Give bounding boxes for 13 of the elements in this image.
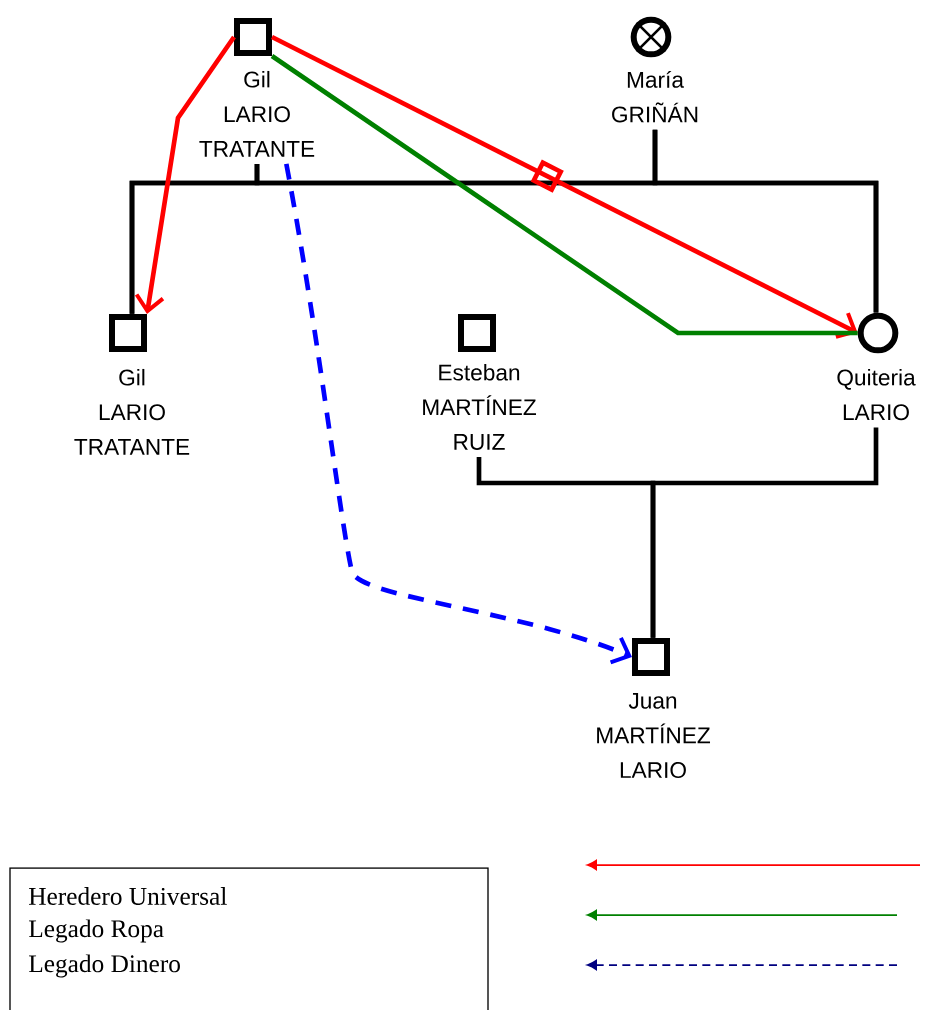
person-name: Gil LARIO TRATANTE [74,368,190,455]
person-name: Esteban MARTÍNEZ RUIZ [423,363,536,450]
arrow [284,163,632,665]
person-name: Quiteria LARIO [837,368,916,421]
arrow [134,35,236,314]
legend-text: Legado Ropa [29,919,164,943]
person-name: Gil LARIO TRATANTE [199,70,315,157]
person-name: María GRIÑÁN [612,70,698,123]
legend-text: Legado Dinero [29,954,180,978]
family-line [652,129,879,313]
legend-text: Heredero Universal [29,887,227,905]
person-name: Juan MARTÍNEZ LARIO [597,692,710,779]
family-line [650,427,879,638]
